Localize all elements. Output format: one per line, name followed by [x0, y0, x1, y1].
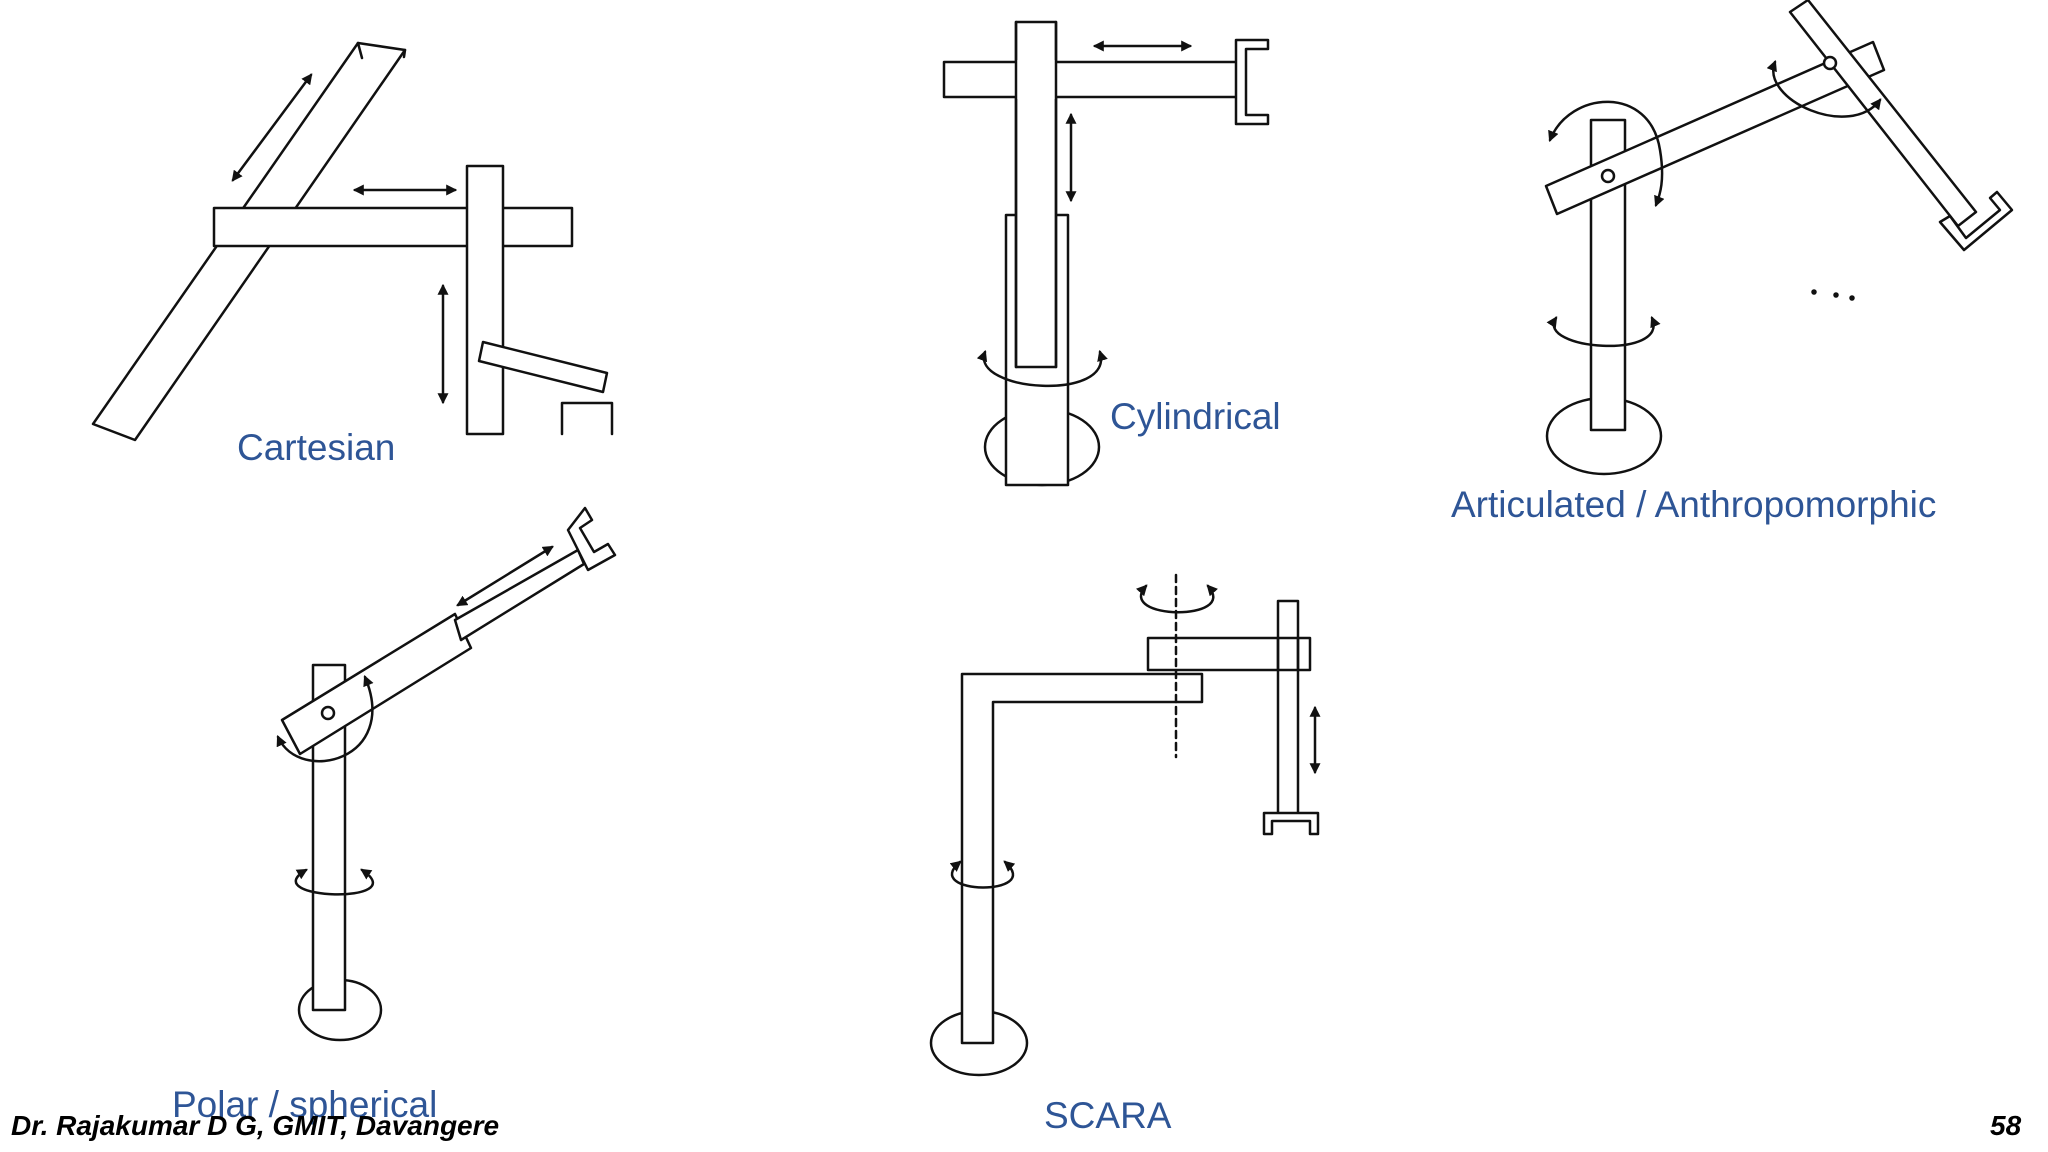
label-articulated: Articulated / Anthropomorphic [1451, 484, 1937, 525]
articulated-elbow-rotation-arrow [1766, 59, 1882, 117]
cartesian-arrow-diagonal [231, 73, 313, 182]
scara-second-joint-rotation-arrow [1136, 584, 1218, 612]
cartesian-workpiece [562, 403, 612, 434]
scara-end-shaft [1278, 601, 1298, 816]
cartesian-vertical-column [467, 166, 503, 434]
page-number: 58 [1990, 1110, 2022, 1141]
scara-robot-drawing [931, 575, 1321, 1075]
articulated-forearm [1790, 0, 1976, 226]
footer-author: Dr. Rajakumar D G, GMIT, Davangere [11, 1110, 500, 1141]
label-cartesian: Cartesian [237, 427, 396, 468]
cylindrical-gripper [1236, 40, 1268, 124]
scara-column-and-first-link [962, 674, 1202, 1043]
cartesian-gripper-plate [479, 342, 607, 392]
articulated-robot-drawing [1546, 0, 2012, 474]
cartesian-horizontal-arm [214, 208, 572, 246]
label-polar: Polar / spherical [172, 1084, 438, 1125]
scara-base-rotation-arrow [949, 860, 1016, 888]
cylindrical-horizontal-arm [944, 62, 1239, 97]
label-scara: SCARA [1044, 1095, 1172, 1136]
cartesian-robot-drawing [93, 43, 612, 440]
articulated-base-rotation-arrow [1546, 315, 1661, 346]
polar-robot-drawing [276, 508, 615, 1040]
articulated-gripper [1940, 192, 2012, 250]
articulated-shoulder-rotation-arrow [1548, 102, 1665, 208]
polar-pitch-rotation-arrow [276, 674, 374, 761]
polar-base-rotation-arrow [296, 870, 373, 894]
label-cylindrical: Cylindrical [1110, 396, 1281, 437]
scara-gripper [1264, 813, 1318, 834]
cylindrical-robot-drawing [944, 22, 1268, 485]
polar-outer-arm [282, 614, 471, 754]
polar-arrow-extension [456, 547, 554, 605]
polar-gripper [568, 508, 615, 570]
cylindrical-rotation-arrow [976, 349, 1108, 386]
